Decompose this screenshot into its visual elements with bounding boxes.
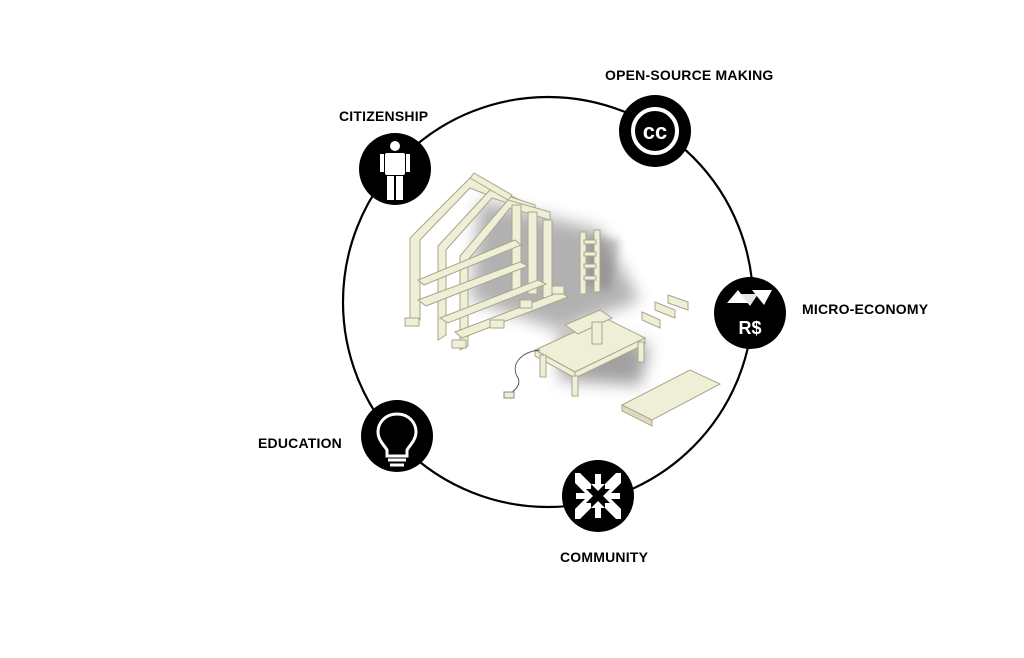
node-open-source[interactable]: cc: [619, 95, 691, 167]
node-community[interactable]: [562, 460, 634, 532]
pedal: [503, 391, 515, 399]
cc-text: cc: [643, 119, 667, 144]
house-kit-illustration: [404, 172, 722, 427]
node-micro-economy[interactable]: R$: [714, 277, 786, 349]
currency-text: R$: [738, 318, 761, 338]
recycle-currency-icon: R$: [727, 290, 772, 338]
creative-commons-icon: cc: [631, 107, 679, 155]
node-education[interactable]: [361, 400, 433, 472]
ladder: [579, 229, 601, 295]
small-parts: [641, 294, 689, 329]
label-community: COMMUNITY: [560, 549, 649, 565]
label-micro-economy: MICRO-ECONOMY: [802, 301, 929, 317]
cnc-router: [533, 309, 647, 397]
house-frame: [404, 172, 570, 351]
label-education: EDUCATION: [258, 435, 342, 451]
node-citizenship[interactable]: [359, 133, 431, 205]
label-open-source-making: OPEN-SOURCE MAKING: [605, 67, 774, 83]
lightbulb-icon: [376, 412, 418, 467]
arrows-inward-icon: [575, 473, 621, 519]
label-citizenship: CITIZENSHIP: [339, 108, 429, 124]
person-icon: [380, 141, 410, 200]
cnc-cable: [507, 349, 541, 397]
